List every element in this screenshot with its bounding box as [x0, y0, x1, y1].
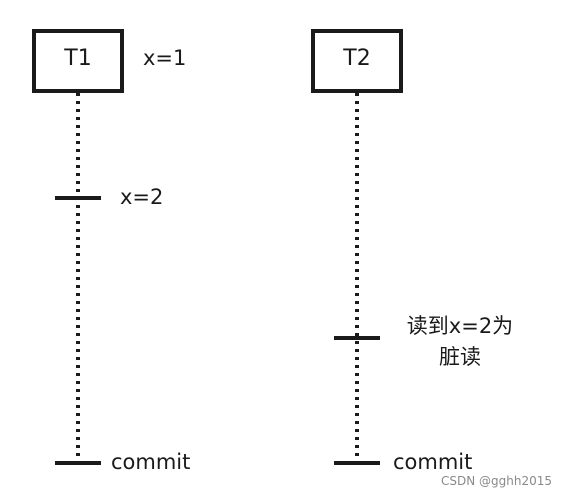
- watermark: CSDN @gghh2015: [440, 474, 552, 488]
- t1-label: T1: [64, 46, 92, 71]
- t2-box: [311, 29, 403, 93]
- t2-label: T2: [343, 46, 371, 71]
- t1-box: [32, 29, 124, 93]
- t2-commit-note: commit: [393, 450, 473, 474]
- t2-dirty-read-note: 读到x=2为 脏读: [398, 311, 522, 373]
- t1-write-note: x=2: [120, 185, 164, 209]
- t2-dirty-read-line-2: 脏读: [439, 345, 481, 369]
- t1-commit-note: commit: [111, 450, 191, 474]
- t2-dirty-read-line-1: 读到x=2为: [406, 314, 514, 338]
- t1-initial-value: x=1: [143, 46, 187, 70]
